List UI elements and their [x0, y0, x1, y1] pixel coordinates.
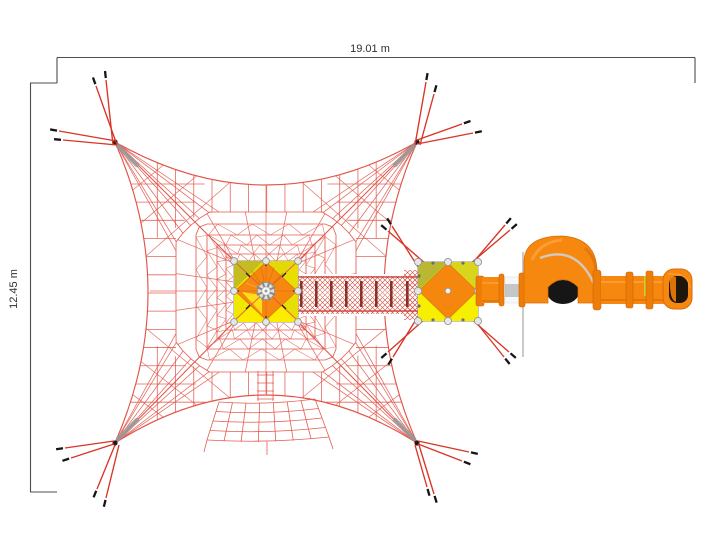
net-corner-anchors [49, 70, 518, 508]
hub-spokes [256, 281, 276, 301]
left-dimension: 12.45 m [8, 82, 57, 493]
exit-platform-center-post [444, 287, 452, 295]
elbow-exit-flange [592, 269, 602, 311]
exit-platform-green-corner [448, 262, 478, 291]
exit-platform-bright-corner-r [448, 291, 478, 321]
slide-elbow-opening [547, 280, 579, 304]
roof-yellow-wedge [242, 292, 262, 314]
width-dimension-label: 19.01 m [350, 43, 390, 55]
top-dimension: 19.01 m [56, 43, 696, 83]
central-hub [256, 281, 276, 301]
exit-cap-flange [645, 270, 654, 310]
exit-opening-inner-wall [669, 277, 676, 302]
exit-platform-bright-corner-l [418, 291, 448, 321]
slide-elbow [523, 235, 598, 304]
height-dimension-label: 12.45 m [8, 269, 20, 309]
elbow-shadow [583, 246, 598, 273]
roof-fabric-folds [251, 265, 284, 292]
elbow-highlight [530, 238, 563, 261]
central-platform-posts [230, 257, 302, 326]
bridge-posts [300, 281, 409, 307]
clear-tube-inner-shadow [505, 284, 521, 297]
bridge-net-hatch [298, 276, 418, 314]
tube-slide [475, 235, 693, 357]
tube2-flange [625, 271, 634, 309]
bridge-walkway [298, 289, 418, 298]
exit-platform [413, 257, 483, 326]
elbow-clear-cover-edge [539, 253, 596, 285]
exit-platform-olive-corner [418, 262, 448, 291]
tube1-end-flange [498, 273, 505, 307]
bridge-tunnel [296, 270, 420, 320]
exit-cap-highlight [667, 273, 691, 289]
central-tower-platform [230, 257, 302, 326]
